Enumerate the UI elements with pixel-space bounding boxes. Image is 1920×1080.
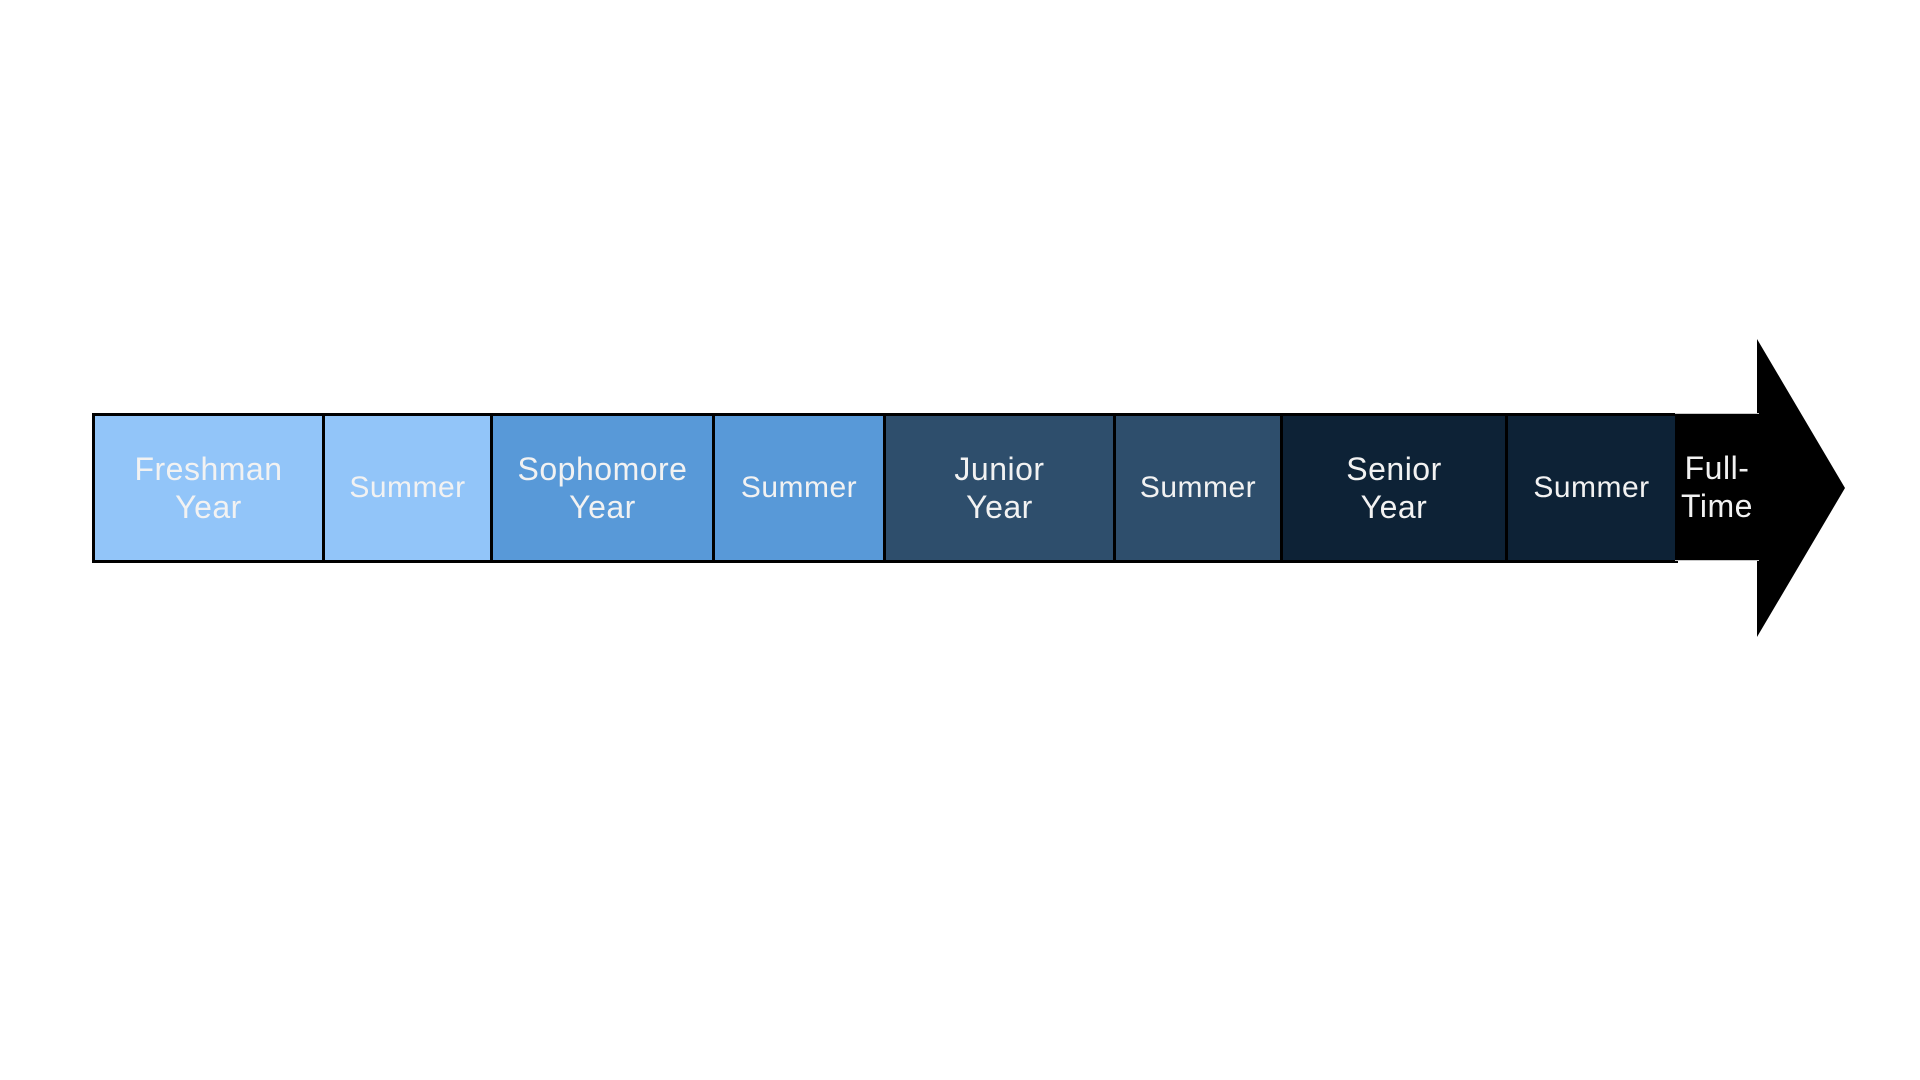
timeline-segment-summer-4: Summer xyxy=(1505,413,1678,563)
segment-label: Summer xyxy=(349,471,466,504)
timeline-segment-summer-3: Summer xyxy=(1113,413,1283,563)
timeline-segment-freshman-year: Freshman Year xyxy=(92,413,325,563)
segment-label: Summer xyxy=(1533,471,1650,504)
segment-label: Sophomore Year xyxy=(517,451,688,525)
segment-label: Junior Year xyxy=(954,451,1045,525)
segment-label: Summer xyxy=(1139,471,1257,504)
timeline-segment-summer-1: Summer xyxy=(322,413,493,563)
timeline-segments: Freshman Year Summer Sophomore Year Summer J… xyxy=(92,413,1678,563)
segment-label: Senior Year xyxy=(1346,451,1442,525)
arrow-label: Full- Time xyxy=(1675,413,1759,561)
timeline-segment-junior-year: Junior Year xyxy=(883,413,1116,563)
timeline-segment-summer-2: Summer xyxy=(712,413,886,563)
segment-label: Summer xyxy=(740,471,858,504)
timeline-segment-senior-year: Senior Year xyxy=(1280,413,1508,563)
segment-label: Freshman Year xyxy=(134,451,283,525)
timeline-segment-sophomore-year: Sophomore Year xyxy=(490,413,715,563)
